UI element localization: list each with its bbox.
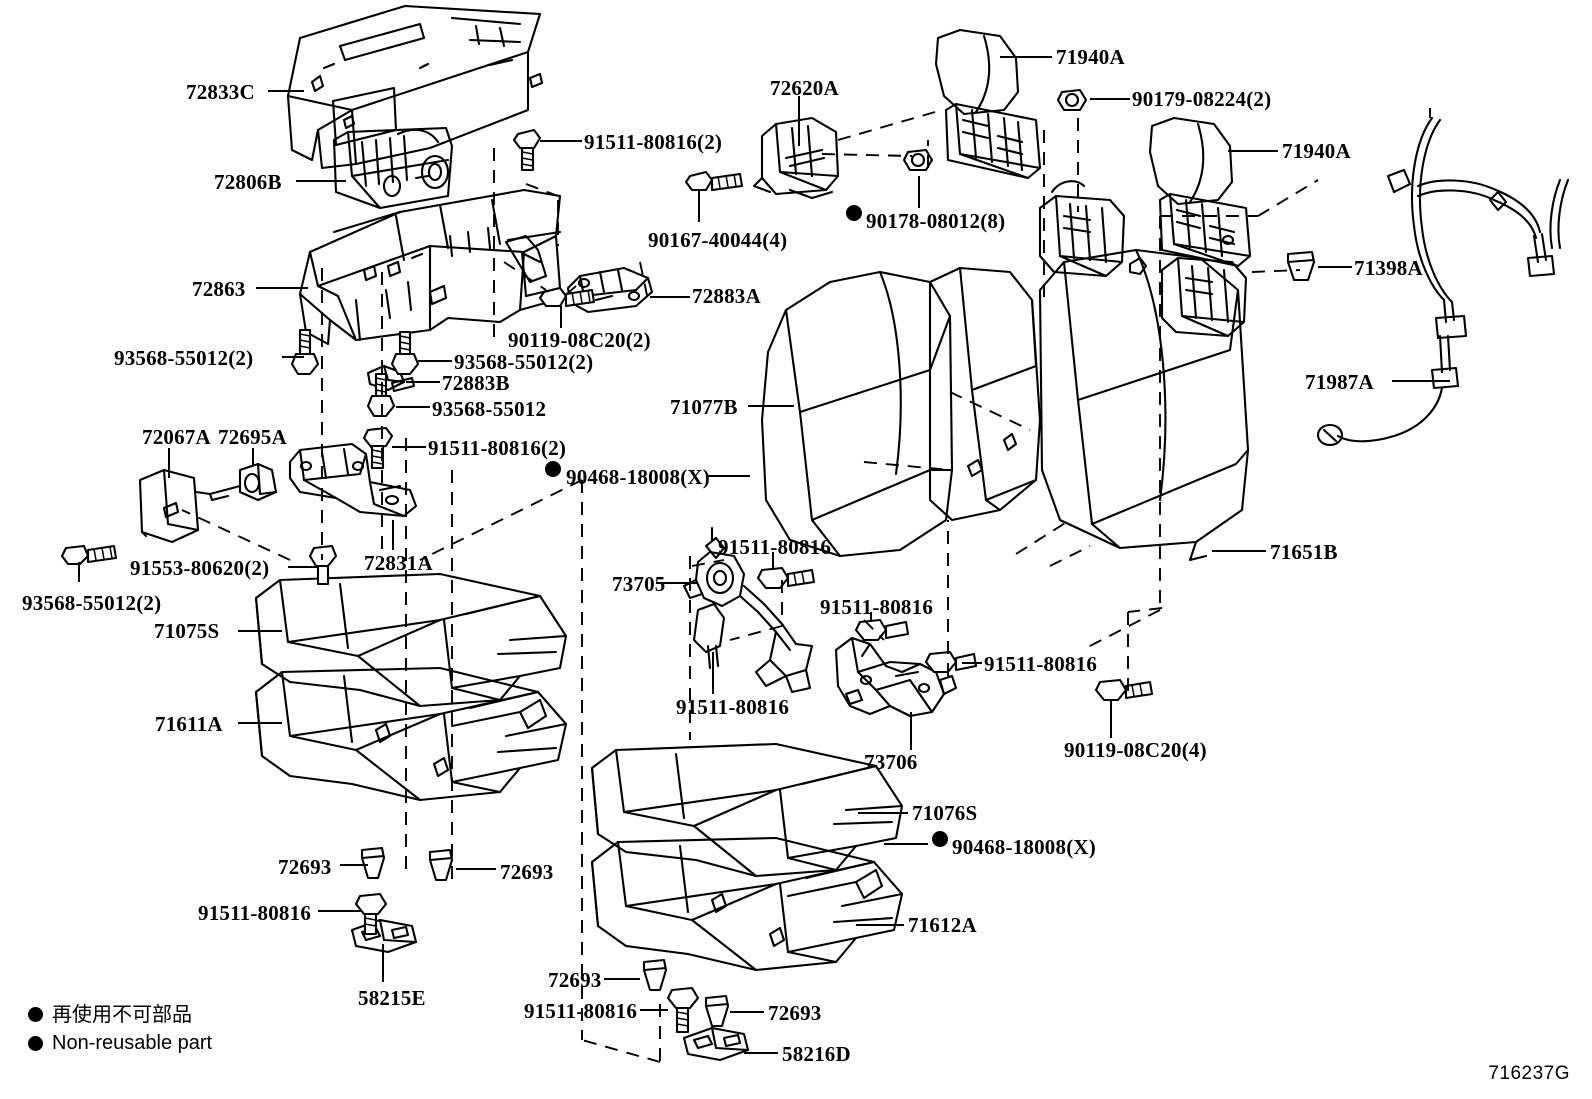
part-number-label: 72693: [548, 968, 602, 992]
part-number-label: 93568-55012(2): [22, 591, 162, 615]
part-number-label: 90178-08012(8): [866, 209, 1006, 233]
part-number-label: 91511-80816: [984, 652, 1098, 676]
part-number-label: 90179-08224(2): [1132, 87, 1272, 111]
part-number-label: 58216D: [782, 1042, 851, 1066]
part-number-label: 72693: [768, 1001, 822, 1025]
part-number-label: 71075S: [154, 619, 220, 643]
part-number-label: 90468-18008(X): [952, 835, 1096, 859]
part-number-label: 93568-55012(2): [454, 350, 594, 374]
part-number-label: 91511-80816: [718, 535, 832, 559]
non-reusable-marker: [932, 831, 948, 847]
part-number-label: 72693: [278, 855, 332, 879]
part-number-label: 71611A: [155, 712, 223, 736]
part-number-label: 72831A: [364, 551, 433, 575]
filled-circle-icon: [28, 1036, 43, 1051]
part-number-label: 90119-08C20(2): [508, 328, 651, 352]
part-number-label: 71076S: [912, 801, 978, 825]
part-number-label: 71651B: [1270, 540, 1338, 564]
part-number-label: 71398A: [1354, 256, 1423, 280]
part-number-label: 72833C: [186, 80, 255, 104]
part-number-label: 93568-55012(2): [114, 346, 254, 370]
part-number-label: 91511-80816: [198, 901, 312, 925]
non-reusable-marker: [545, 461, 561, 477]
part-number-label: 91553-80620(2): [130, 556, 270, 580]
part-number-label: 71077B: [670, 395, 738, 419]
part-number-label: 90167-40044(4): [648, 228, 788, 252]
part-number-label: 72883B: [442, 371, 510, 395]
part-number-label: 91511-80816: [676, 695, 790, 719]
legend-row-japanese: 再使用不可部品: [28, 1000, 212, 1029]
legend-row-english: Non-reusable part: [28, 1029, 212, 1058]
figure-code: 716237G: [1488, 1063, 1570, 1084]
part-number-label: 71987A: [1305, 370, 1374, 394]
part-number-label: 71612A: [908, 913, 977, 937]
legend-english-text: Non-reusable part: [52, 1032, 213, 1054]
part-number-label: 91511-80816(2): [428, 436, 567, 460]
part-number-label: 91511-80816(2): [584, 130, 723, 154]
non-reusable-marker: [846, 205, 862, 221]
part-number-label: 72695A: [218, 425, 287, 449]
part-number-label: 91511-80816: [524, 999, 638, 1023]
filled-circle-icon: [28, 1007, 43, 1022]
part-number-label: 72863: [192, 277, 246, 301]
part-number-label: 91511-80816: [820, 595, 934, 619]
part-number-label: 73706: [864, 750, 918, 774]
part-number-label: 90468-18008(X): [566, 465, 710, 489]
part-number-label: 71940A: [1056, 45, 1125, 69]
part-number-label: 93568-55012: [432, 397, 547, 421]
part-number-label: 73705: [612, 572, 666, 596]
part-number-label: 71940A: [1282, 139, 1351, 163]
legend-japanese-text: 再使用不可部品: [52, 1002, 192, 1026]
part-number-label: 72067A: [142, 425, 211, 449]
part-number-label: 72693: [500, 860, 554, 884]
part-number-label: 90119-08C20(4): [1064, 738, 1207, 762]
part-number-label: 72883A: [692, 284, 761, 308]
legend: 再使用不可部品 Non-reusable part: [28, 1000, 212, 1058]
part-number-label: 72620A: [770, 76, 839, 100]
part-number-label: 72806B: [214, 170, 282, 194]
part-number-label: 58215E: [358, 986, 426, 1010]
